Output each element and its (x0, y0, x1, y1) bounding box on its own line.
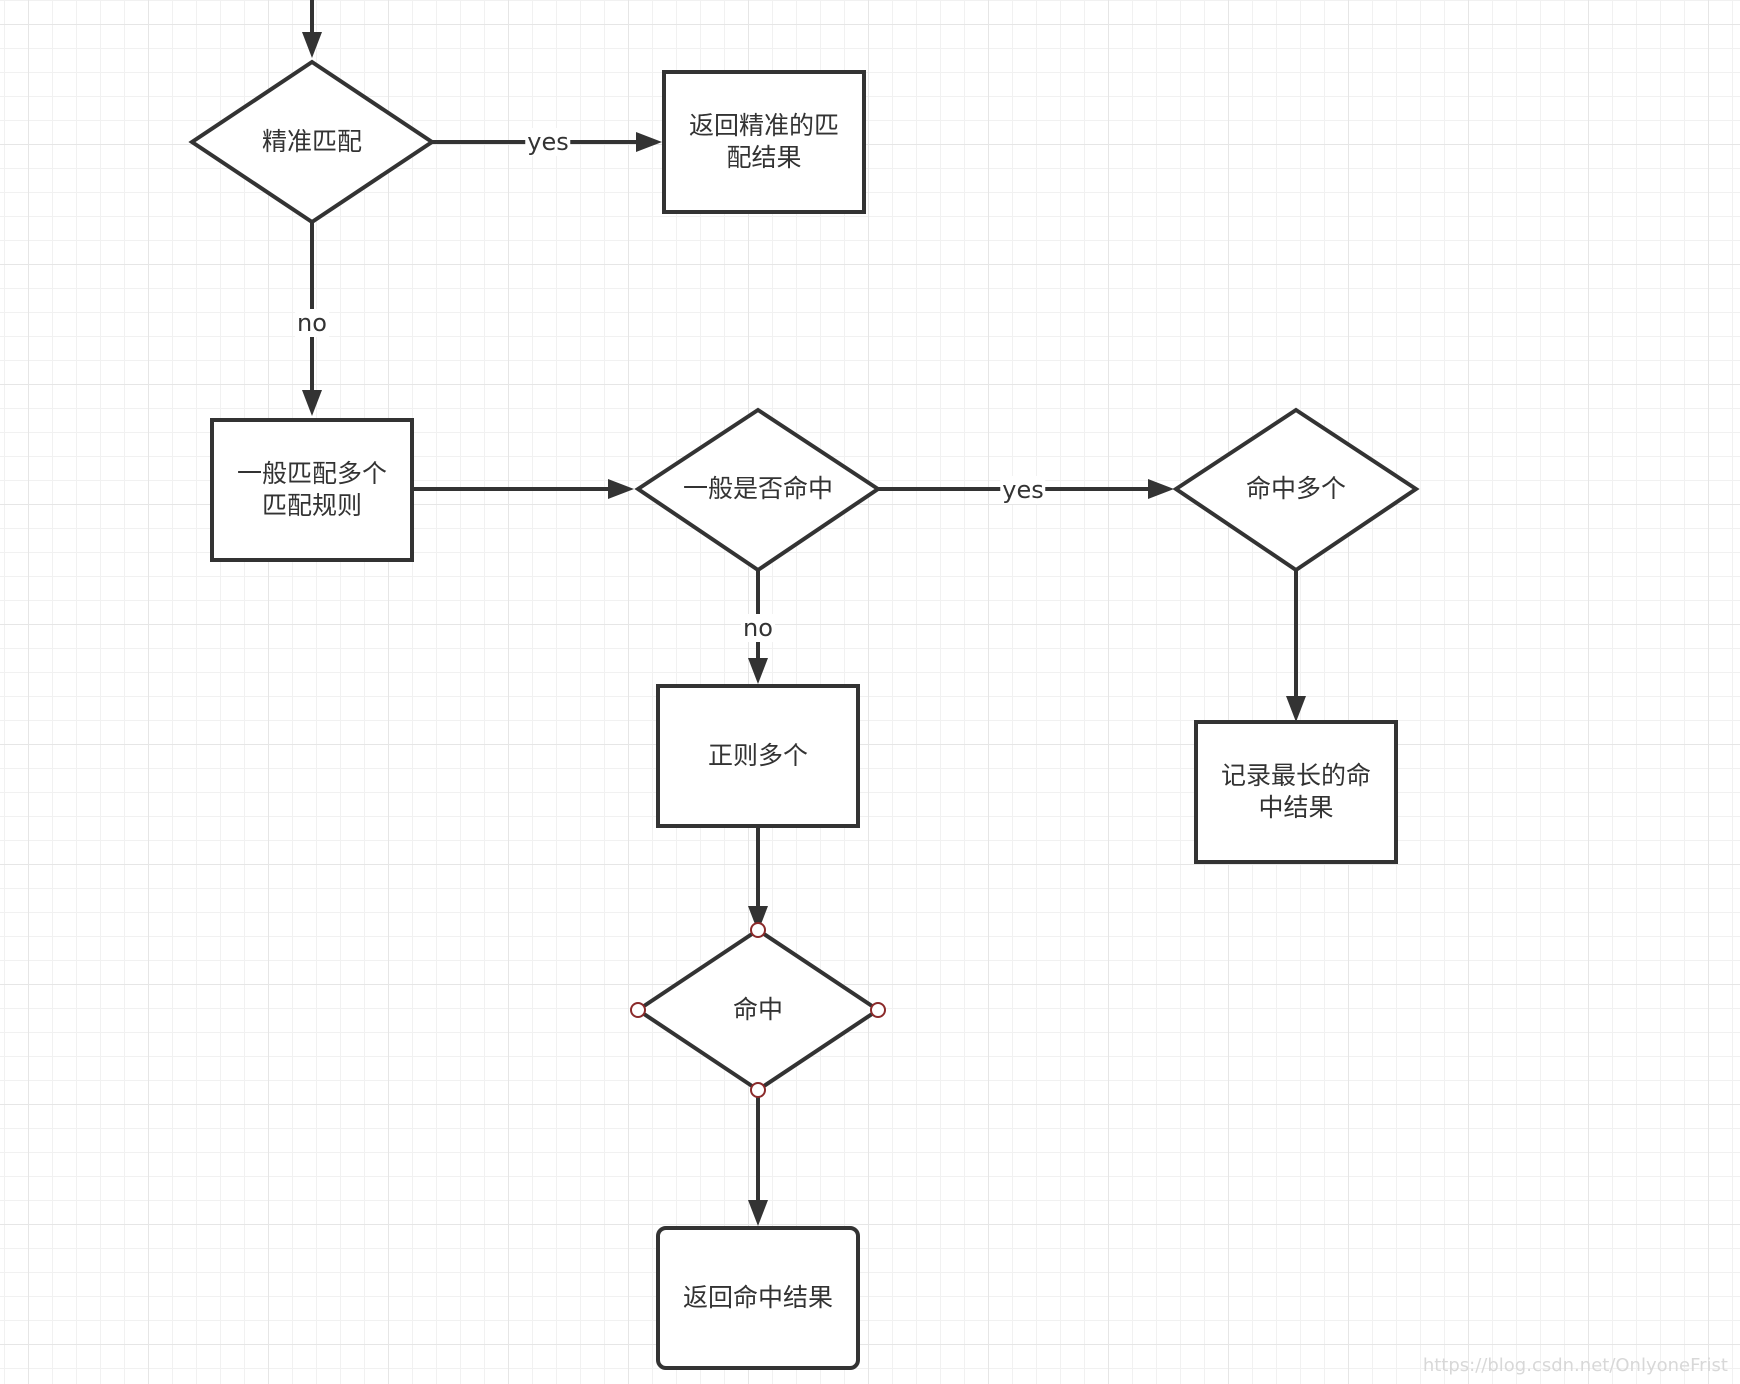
node-general-rules-label: 一般匹配多个匹配规则 (236, 459, 387, 520)
watermark: https://blog.csdn.net/OnlyoneFrist (1422, 1355, 1728, 1376)
node-general-hit-label: 一般是否命中 (682, 474, 834, 503)
node-record-longest-shape[interactable] (1194, 720, 1398, 864)
node-general-rules-shape[interactable] (210, 418, 414, 562)
arrow-head (748, 1200, 768, 1226)
arrow-head (636, 132, 662, 152)
node-return-hit-label: 返回命中结果 (682, 1283, 834, 1312)
node-regex-multiple-shape[interactable] (656, 684, 860, 828)
arrow-head (748, 658, 768, 684)
handle-left[interactable] (630, 1002, 646, 1018)
node-hit-label: 命中 (732, 995, 784, 1024)
edges (302, 0, 1306, 1226)
nodes (188, 59, 1420, 1370)
edge-label-general-no: no (741, 614, 775, 642)
node-hit-multiple-shape[interactable] (1172, 407, 1420, 573)
arrow-head (302, 390, 322, 416)
node-return-exact-shape[interactable] (662, 70, 866, 214)
arrow-head (1148, 479, 1174, 499)
handle-bottom[interactable] (750, 1082, 766, 1098)
arrow-head (748, 906, 768, 932)
arrow-head (1286, 696, 1306, 722)
handle-top[interactable] (750, 922, 766, 938)
node-regex-multiple-label: 正则多个 (707, 741, 809, 770)
selection-handles (630, 922, 886, 1098)
node-record-longest-label: 记录最长的命中结果 (1220, 761, 1371, 822)
node-exact-match-label: 精准匹配 (261, 127, 363, 156)
node-exact-match-shape[interactable] (188, 59, 436, 225)
edge-label-exact-yes: yes (525, 128, 571, 156)
edge-label-exact-no: no (295, 309, 329, 337)
node-return-exact-label: 返回精准的匹配结果 (688, 111, 839, 172)
arrow-head (302, 32, 322, 58)
edge-label-general-yes: yes (1000, 476, 1046, 504)
node-return-hit-shape[interactable] (656, 1226, 860, 1370)
node-hit-multiple-label: 命中多个 (1245, 474, 1347, 503)
node-general-hit-shape[interactable] (634, 407, 882, 573)
arrow-head (608, 479, 634, 499)
handle-right[interactable] (870, 1002, 886, 1018)
